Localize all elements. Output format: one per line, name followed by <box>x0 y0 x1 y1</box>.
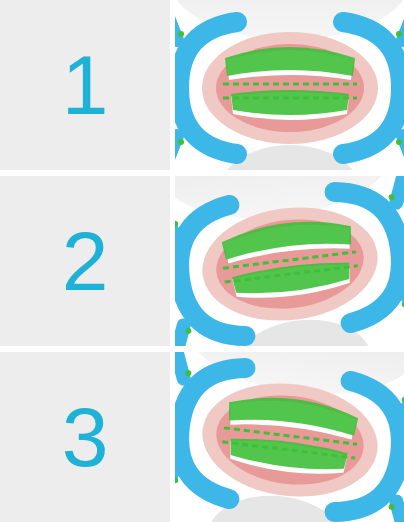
step-panel: 2 <box>0 176 170 346</box>
step-panel: 3 <box>0 352 170 522</box>
step-panel: 1 <box>0 0 170 170</box>
step-number: 1 <box>62 43 109 127</box>
step-number: 2 <box>62 219 109 303</box>
step-number: 3 <box>62 395 109 479</box>
